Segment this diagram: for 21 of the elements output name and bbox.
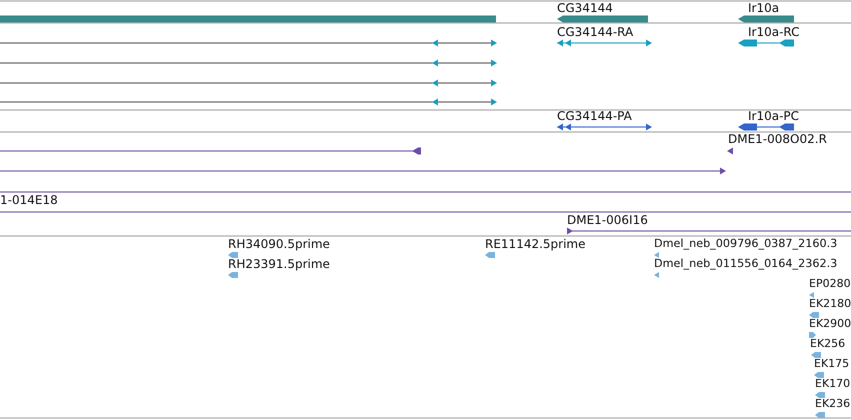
feature-label: CG34144-RA bbox=[557, 25, 634, 39]
feature-label: 1-014E18 bbox=[0, 193, 58, 207]
feature-label: RH23391.5prime bbox=[228, 257, 330, 271]
feature-label: RE11142.5prime bbox=[485, 237, 586, 251]
feature-label: Ir10a-RC bbox=[748, 25, 800, 39]
feature-label: Dmel_neb_009796_0387_2160.3 bbox=[654, 237, 838, 251]
feature-label: EK175 bbox=[814, 357, 850, 371]
feature-label: Dmel_neb_011556_0164_2362.3 bbox=[654, 257, 838, 271]
feature-label: EP0280 bbox=[809, 277, 851, 291]
feature-label: EK2180 bbox=[809, 297, 851, 311]
feature-label: EK256 bbox=[810, 337, 846, 351]
feature-label: EK236 bbox=[815, 397, 850, 411]
feature-label: Ir10a-PC bbox=[748, 109, 800, 123]
feature-label: CG34144-PA bbox=[557, 109, 632, 123]
feature-label: DME1-008O02.R bbox=[728, 132, 827, 146]
feature-label: EK2900 bbox=[809, 317, 851, 331]
feature-label: DME1-006I16 bbox=[567, 213, 648, 227]
feature-label: RH34090.5prime bbox=[228, 237, 330, 251]
feature-label: EK170 bbox=[815, 377, 850, 391]
feature-label: Ir10a bbox=[748, 1, 780, 15]
feature-label: CG34144 bbox=[557, 1, 613, 15]
